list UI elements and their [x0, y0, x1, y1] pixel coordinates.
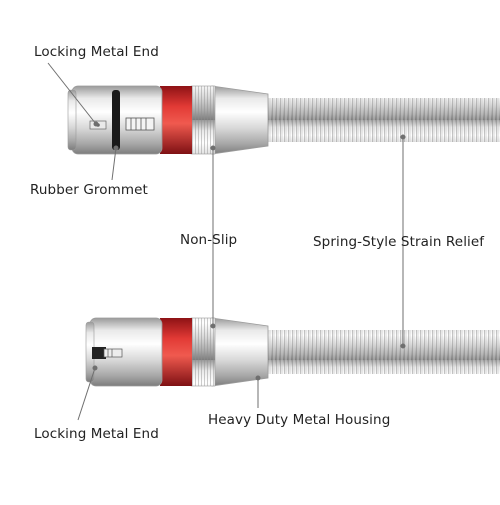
leader-lines	[47, 62, 406, 421]
bottom-connector	[85, 317, 500, 387]
label-non-slip: Non-Slip	[180, 232, 238, 248]
bottom-latch	[92, 347, 106, 359]
bottom-metal-housing	[211, 317, 269, 387]
rubber-grommet	[112, 90, 120, 150]
label-strain-relief: Spring-Style Strain Relief	[313, 234, 485, 250]
label-locking-metal-end-top: Locking Metal End	[34, 44, 159, 60]
top-metal-housing	[211, 85, 269, 155]
top-spring-strain-relief	[262, 98, 500, 142]
bottom-spring-strain-relief	[262, 330, 500, 374]
top-red-band	[160, 86, 192, 154]
bottom-red-band	[160, 318, 192, 386]
top-latch	[125, 117, 155, 131]
top-connector	[67, 85, 500, 155]
label-heavy-duty-housing: Heavy Duty Metal Housing	[208, 412, 391, 428]
bottom-non-slip-grip	[190, 317, 216, 387]
label-rubber-grommet: Rubber Grommet	[30, 182, 148, 198]
label-locking-metal-end-bottom: Locking Metal End	[34, 426, 159, 442]
top-non-slip-grip	[190, 85, 216, 155]
